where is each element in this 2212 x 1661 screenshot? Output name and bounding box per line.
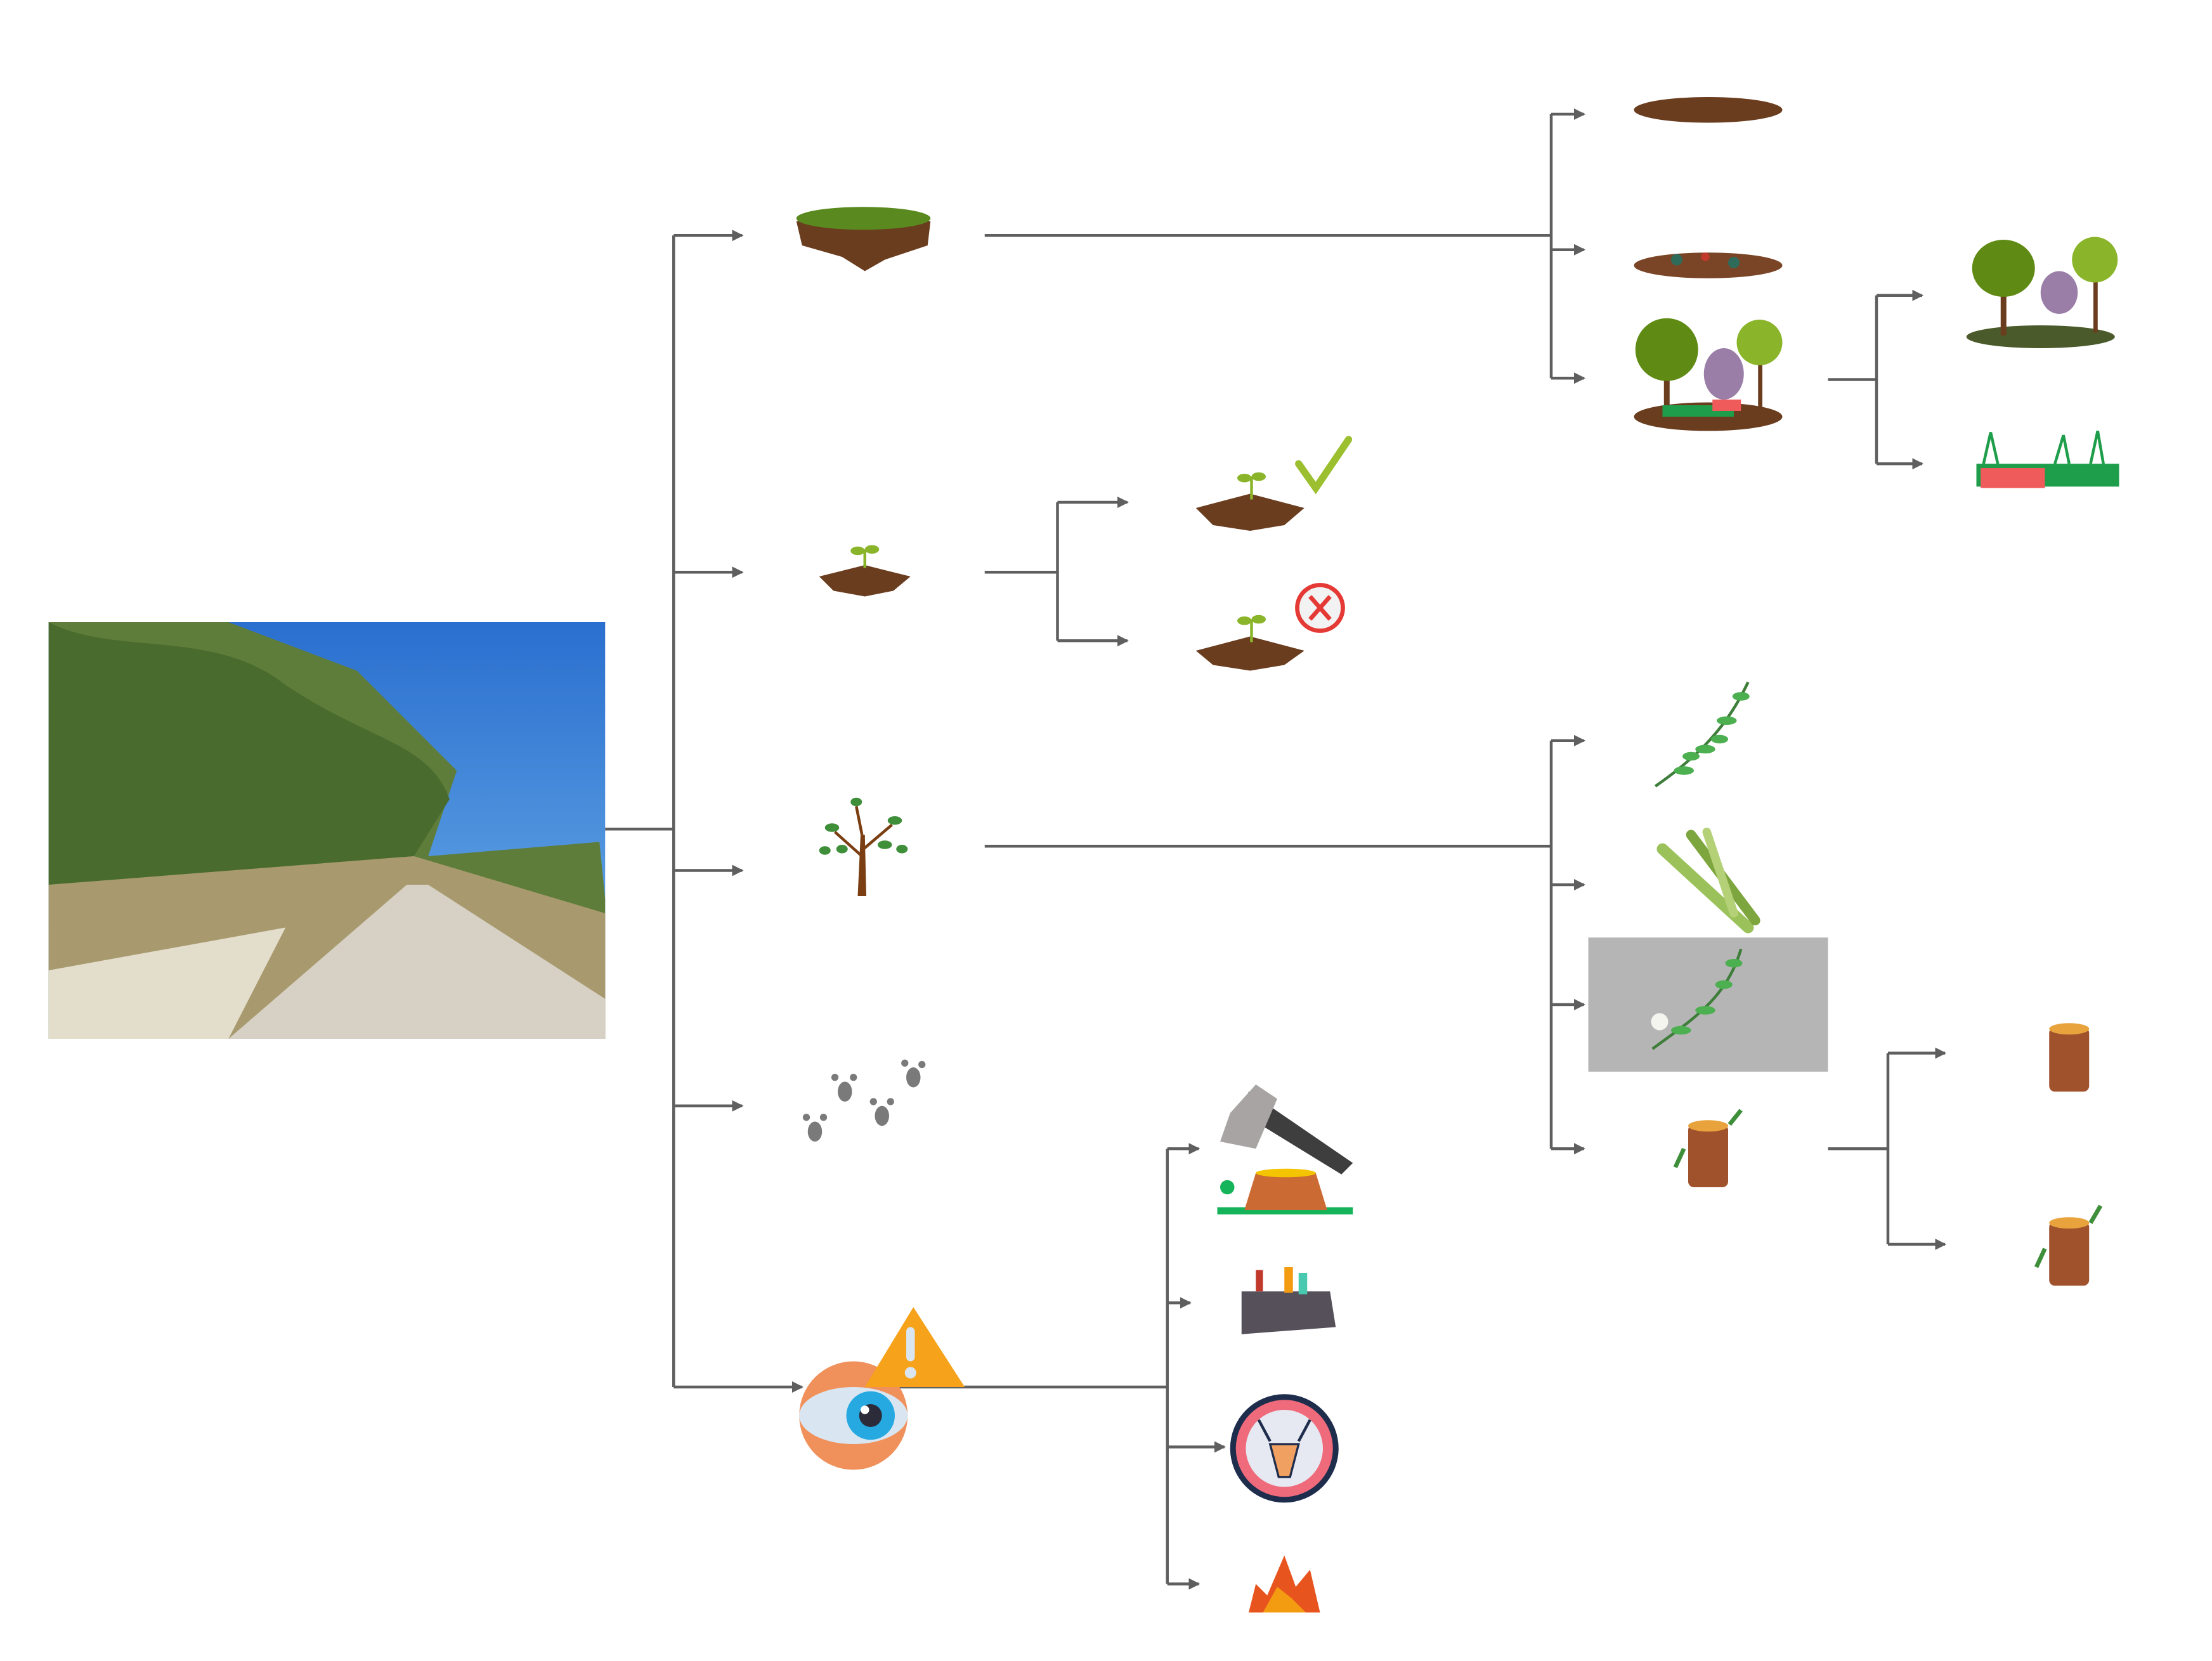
garbage-bag-icon	[1241, 1267, 1336, 1334]
sprout-success-icon	[1195, 436, 1353, 531]
threat-observation-icon	[799, 1307, 965, 1470]
mature-forest-icon	[1966, 237, 2118, 348]
warning-icon	[864, 1307, 965, 1387]
hunting-target-icon	[1230, 1394, 1339, 1503]
leafy-branch-icon	[1654, 681, 1750, 788]
connectors	[605, 108, 1947, 1590]
dry-forest-road-photo	[48, 622, 606, 1039]
resprouting-log-icon	[2034, 1204, 2103, 1286]
soil-with-seedlings-icon	[1634, 252, 1783, 278]
grassland-icon	[1976, 431, 2119, 488]
sprout-icon	[819, 545, 911, 597]
sprout-failure-icon	[1195, 583, 1345, 671]
wildfire-icon	[1249, 1555, 1320, 1613]
young-tree-icon	[819, 797, 908, 896]
seed-pods-icon	[1656, 828, 1760, 934]
regenerated-forest-icon	[1634, 318, 1783, 431]
logging-axe-icon	[1217, 1085, 1353, 1215]
check-icon	[1295, 436, 1353, 495]
cross-icon	[1295, 583, 1345, 633]
flowering-branch-icon[interactable]	[1588, 937, 1828, 1072]
bare-soil-icon	[1634, 97, 1783, 123]
soil-island-icon	[796, 207, 931, 271]
dead-log-icon	[2049, 1023, 2090, 1092]
animal-tracks-icon	[802, 1059, 926, 1142]
sprouting-stump-icon	[1673, 1109, 1743, 1187]
